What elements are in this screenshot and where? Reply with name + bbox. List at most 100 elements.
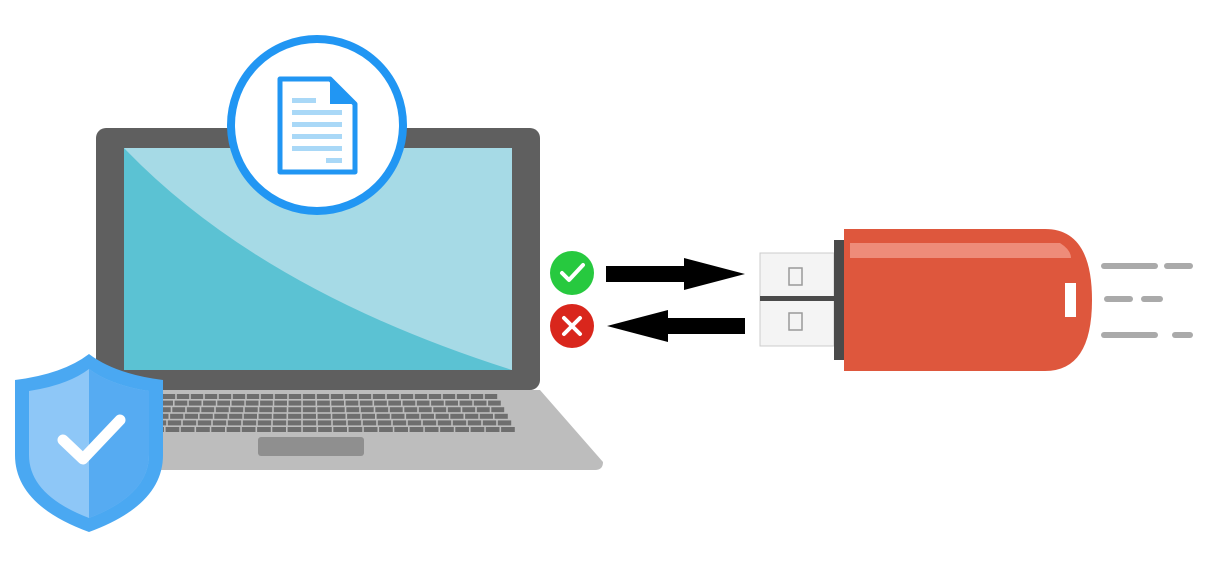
- arrow-to-usb: [606, 258, 745, 290]
- keyboard-key: [333, 427, 347, 432]
- keyboard-key: [389, 407, 403, 413]
- keyboard-key: [362, 420, 377, 426]
- screen-shade: [124, 148, 512, 370]
- keyboard-key: [231, 400, 245, 406]
- keyboard-key: [497, 420, 512, 426]
- keyboard-key: [172, 407, 186, 413]
- keyboard-key: [288, 407, 302, 413]
- usb-collar: [834, 240, 846, 360]
- keyboard-key: [230, 407, 244, 413]
- keyboard-key: [418, 407, 432, 413]
- keyboard-key: [347, 413, 361, 419]
- keyboard-key: [470, 394, 484, 399]
- keyboard-key: [170, 413, 184, 419]
- keyboard-key: [372, 394, 386, 399]
- keyboard-key: [379, 427, 393, 432]
- keyboard-key: [473, 400, 487, 406]
- keyboard-key: [482, 420, 497, 426]
- keyboard-key: [165, 427, 180, 432]
- keyboard-key: [459, 400, 473, 406]
- keyboard-key: [182, 420, 197, 426]
- keyboard-key: [257, 427, 271, 432]
- keyboard-key: [394, 427, 408, 432]
- keyboard-key: [272, 427, 286, 432]
- keyboard-key: [211, 427, 225, 432]
- keyboard-key: [402, 400, 416, 406]
- keyboard-key: [316, 394, 330, 399]
- blocked-status: [550, 304, 594, 348]
- keyboard-key: [186, 407, 200, 413]
- keyboard-key: [215, 407, 229, 413]
- keyboard-key: [242, 420, 257, 426]
- keyboard-key: [442, 394, 456, 399]
- keyboard-key: [416, 400, 430, 406]
- keyboard-key: [422, 420, 437, 426]
- keyboard-key: [226, 427, 241, 432]
- keyboard-key: [188, 400, 202, 406]
- keyboard-key: [273, 413, 287, 419]
- keyboard-key: [388, 400, 401, 406]
- keyboard-key: [287, 427, 302, 432]
- keyboard-key: [197, 420, 212, 426]
- keyboard-key: [462, 407, 476, 413]
- keyboard-key: [363, 427, 378, 432]
- keyboard-key: [160, 400, 173, 406]
- keyboard-key: [455, 427, 469, 432]
- keyboard-key: [465, 413, 479, 419]
- keyboard-key: [406, 413, 420, 419]
- keyboard-key: [317, 413, 331, 419]
- keyboard-key: [345, 400, 359, 406]
- keyboard-key: [317, 407, 331, 413]
- keyboard-key: [302, 400, 316, 406]
- keyboard-key: [318, 427, 332, 432]
- keyboard-key: [302, 420, 317, 426]
- keyboard-key: [409, 427, 424, 432]
- keyboard-key: [377, 420, 392, 426]
- keyboard-key: [360, 407, 374, 413]
- keyboard-key: [204, 394, 218, 399]
- keyboard-key: [317, 420, 332, 426]
- keyboard-key: [424, 427, 439, 432]
- keyboard-key: [456, 394, 470, 399]
- shield-check-icon: [15, 354, 163, 532]
- keyboard-key: [199, 413, 213, 419]
- keyboard-key: [400, 394, 414, 399]
- keyboard-key: [437, 420, 452, 426]
- keyboard-key: [414, 394, 428, 399]
- keyboard-key: [479, 413, 493, 419]
- keyboard-key: [274, 400, 287, 406]
- keyboard-key: [232, 394, 246, 399]
- keyboard-key: [201, 407, 215, 413]
- document-badge: [227, 35, 407, 215]
- keyboard-key: [302, 413, 316, 419]
- keyboard-key: [494, 413, 508, 419]
- keyboard-key: [375, 407, 389, 413]
- keyboard-key: [217, 400, 230, 406]
- usb-drive-icon: [759, 229, 1092, 371]
- keyboard-key: [245, 400, 259, 406]
- keyboard-key: [450, 413, 464, 419]
- shield-checkmark: [57, 414, 126, 465]
- keyboard-key: [404, 407, 418, 413]
- keyboard-key: [440, 427, 454, 432]
- keyboard-key: [162, 394, 176, 399]
- check-icon: [550, 251, 594, 295]
- keyboard-key: [376, 413, 390, 419]
- keyboard-key: [260, 394, 274, 399]
- keyboard-key: [435, 413, 449, 419]
- keyboard-key: [476, 407, 490, 413]
- keyboard-key: [302, 407, 316, 413]
- keyboard-key: [273, 407, 287, 413]
- keyboard-key: [485, 427, 500, 432]
- keyboard-key: [176, 394, 190, 399]
- keyboard-key: [203, 400, 216, 406]
- keyboard-key: [467, 420, 482, 426]
- keyboard-key: [332, 413, 346, 419]
- keyboard-key: [317, 400, 330, 406]
- keyboard-key: [157, 407, 171, 413]
- keyboard-key: [420, 413, 434, 419]
- keyboard-key: [330, 394, 344, 399]
- keyboard-key: [348, 427, 363, 432]
- keyboard-key: [288, 413, 302, 419]
